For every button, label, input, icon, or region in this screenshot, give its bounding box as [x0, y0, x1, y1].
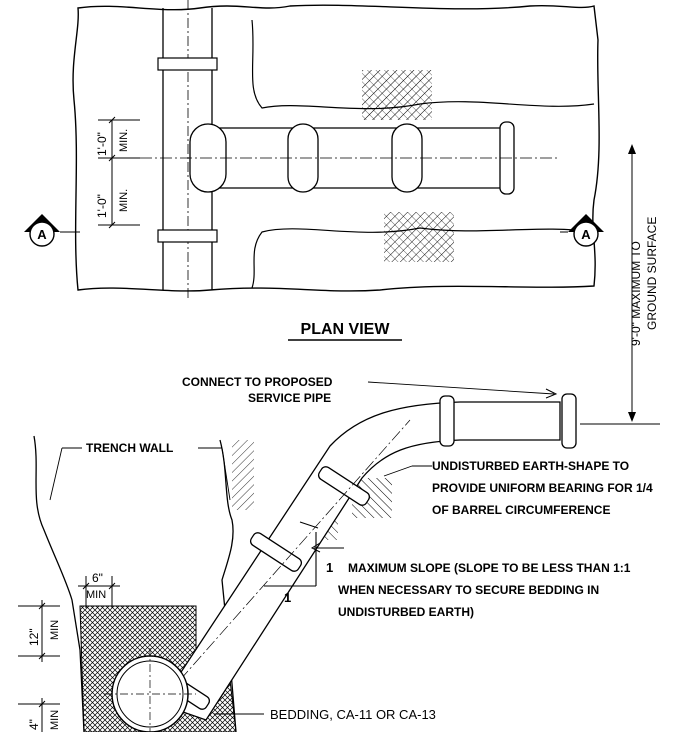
plan-view-title: PLAN VIEW: [301, 321, 391, 338]
side-dim-value: 6": [92, 571, 103, 585]
trench-wall-left: [33, 435, 85, 732]
plan-dim-upper-value: 1'-0": [95, 132, 109, 156]
bottom-clearance-dim: [18, 698, 60, 732]
plan-dim-lower-note: MIN.: [118, 189, 130, 212]
section-riser-pipe: [157, 393, 577, 721]
undisturbed-label-line3: OF BARREL CIRCUMFERENCE: [432, 503, 610, 517]
trench-wall-label: TRENCH WALL: [86, 441, 173, 455]
top-clearance-dim: [18, 600, 60, 662]
section-marker-left-label: A: [37, 227, 47, 242]
depth-note-line2: GROUND SURFACE: [645, 217, 659, 330]
plan-view: 1'-0" MIN. 1'-0" MIN. A A PLAN VIEW: [24, 0, 604, 341]
slope-label-line3: UNDISTURBED EARTH): [338, 605, 474, 619]
section-marker-left: A: [24, 214, 80, 247]
top-dim-value: 12": [27, 628, 41, 646]
section-marker-right-label: A: [581, 227, 591, 242]
side-clearance-dim: [78, 576, 120, 608]
slope-label-line1: MAXIMUM SLOPE (SLOPE TO BE LESS THAN 1:1: [348, 561, 631, 575]
undisturbed-label-line2: PROVIDE UNIFORM BEARING FOR 1/4: [432, 481, 653, 495]
top-dim-note: MIN: [49, 620, 61, 640]
plan-dim-upper-note: MIN.: [118, 129, 130, 152]
plan-dimension-marks: [98, 116, 140, 229]
main-pipe-section: [104, 648, 196, 732]
slope-rise: 1: [326, 560, 333, 575]
connect-label-line1: CONNECT TO PROPOSED: [182, 375, 333, 389]
bottom-dim-value: 4": [27, 719, 41, 730]
side-dim-note: MIN: [86, 589, 106, 601]
slope-indicator: 1 1: [264, 532, 333, 605]
section-view: CONNECT TO PROPOSED SERVICE PIPE TRENCH …: [18, 375, 653, 732]
bedding-label: BEDDING, CA-11 OR CA-13: [270, 707, 436, 722]
plan-branch-trench: [251, 19, 595, 289]
connect-label-line2: SERVICE PIPE: [248, 391, 331, 405]
depth-dimension: 9'-0" MAXIMUM TO GROUND SURFACE: [580, 144, 660, 425]
depth-note-line1: 9'-0" MAXIMUM TO: [629, 241, 643, 346]
plan-trench-outline: [72, 4, 600, 292]
bottom-dim-note: MIN: [49, 710, 61, 730]
undisturbed-label-line1: UNDISTURBED EARTH-SHAPE TO: [432, 459, 629, 473]
slope-run: 1: [284, 590, 291, 605]
section-marker-right: A: [560, 214, 604, 247]
plan-dim-lower-value: 1'-0": [95, 194, 109, 218]
slope-label-line2: WHEN NECESSARY TO SECURE BEDDING IN: [338, 583, 599, 597]
